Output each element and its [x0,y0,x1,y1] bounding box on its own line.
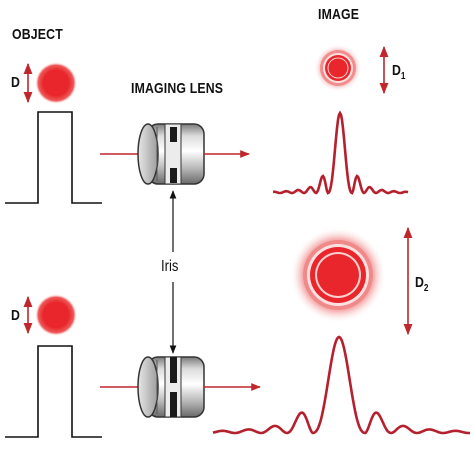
image-size-label-small: D1 [392,62,406,82]
image-profile-narrow [272,110,409,195]
imaging-lens-title: IMAGING LENS [131,80,224,97]
object-size-label-top: D [11,74,20,91]
image-spot-small [314,44,362,92]
image-profile-wide [212,335,470,435]
object-spot-bottom [35,294,77,336]
object-spot-top [35,62,77,104]
object-pulse-bottom [5,345,102,438]
imaging-lens-top [137,123,205,185]
object-size-label-bottom: D [11,307,20,324]
image-title: IMAGE [318,6,360,23]
image-spot-large [290,227,386,323]
object-pulse-top [5,111,102,204]
image-size-label-large: D2 [415,274,429,294]
imaging-lens-bottom [137,356,205,418]
object-title: OBJECT [12,26,63,43]
iris-label: Iris [161,258,179,275]
